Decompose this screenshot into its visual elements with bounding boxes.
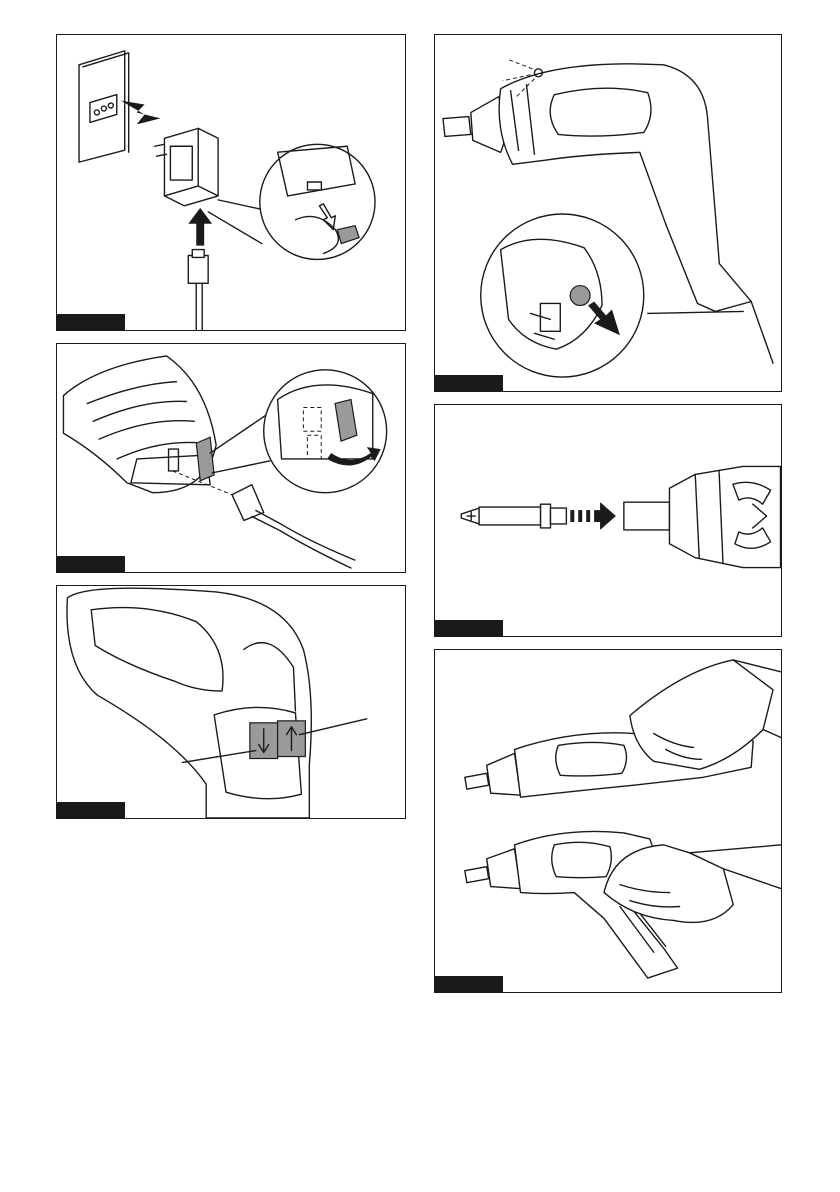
usb-plug-icon	[232, 485, 355, 568]
figure-number-tab	[435, 976, 503, 992]
usb-cable-icon	[188, 250, 208, 330]
figure-number-tab	[435, 375, 503, 391]
reverse-switch-icon	[250, 721, 306, 759]
magnified-cover-icon	[264, 370, 387, 493]
screwdriver-body-icon	[67, 588, 311, 818]
figure-bit-insertion	[434, 404, 782, 637]
figure-number-tab	[57, 802, 125, 818]
usb-port-detail-icon	[260, 144, 375, 259]
insert-arrow-icon	[570, 502, 616, 530]
hand-icon	[630, 660, 781, 769]
bit-icon	[461, 504, 566, 528]
push-arrow-icon	[188, 208, 212, 246]
figure-usb-port	[56, 343, 406, 573]
figure-number-tab	[57, 556, 125, 572]
wall-socket-icon	[79, 51, 129, 162]
figure-grip-positions	[434, 649, 782, 993]
charger-adapter-icon	[155, 128, 219, 205]
bit-holder-icon	[624, 466, 781, 567]
figure-lock-button	[434, 34, 782, 392]
magnified-button-icon	[481, 214, 644, 377]
figure-number-tab	[435, 620, 503, 636]
figure-charger-connection	[56, 34, 406, 331]
tool-grip-icon	[63, 356, 216, 493]
lock-button-icon	[570, 286, 590, 306]
push-arrow-icon	[121, 101, 161, 125]
figure-reverse-switch	[56, 585, 406, 819]
figure-number-tab	[57, 314, 125, 330]
